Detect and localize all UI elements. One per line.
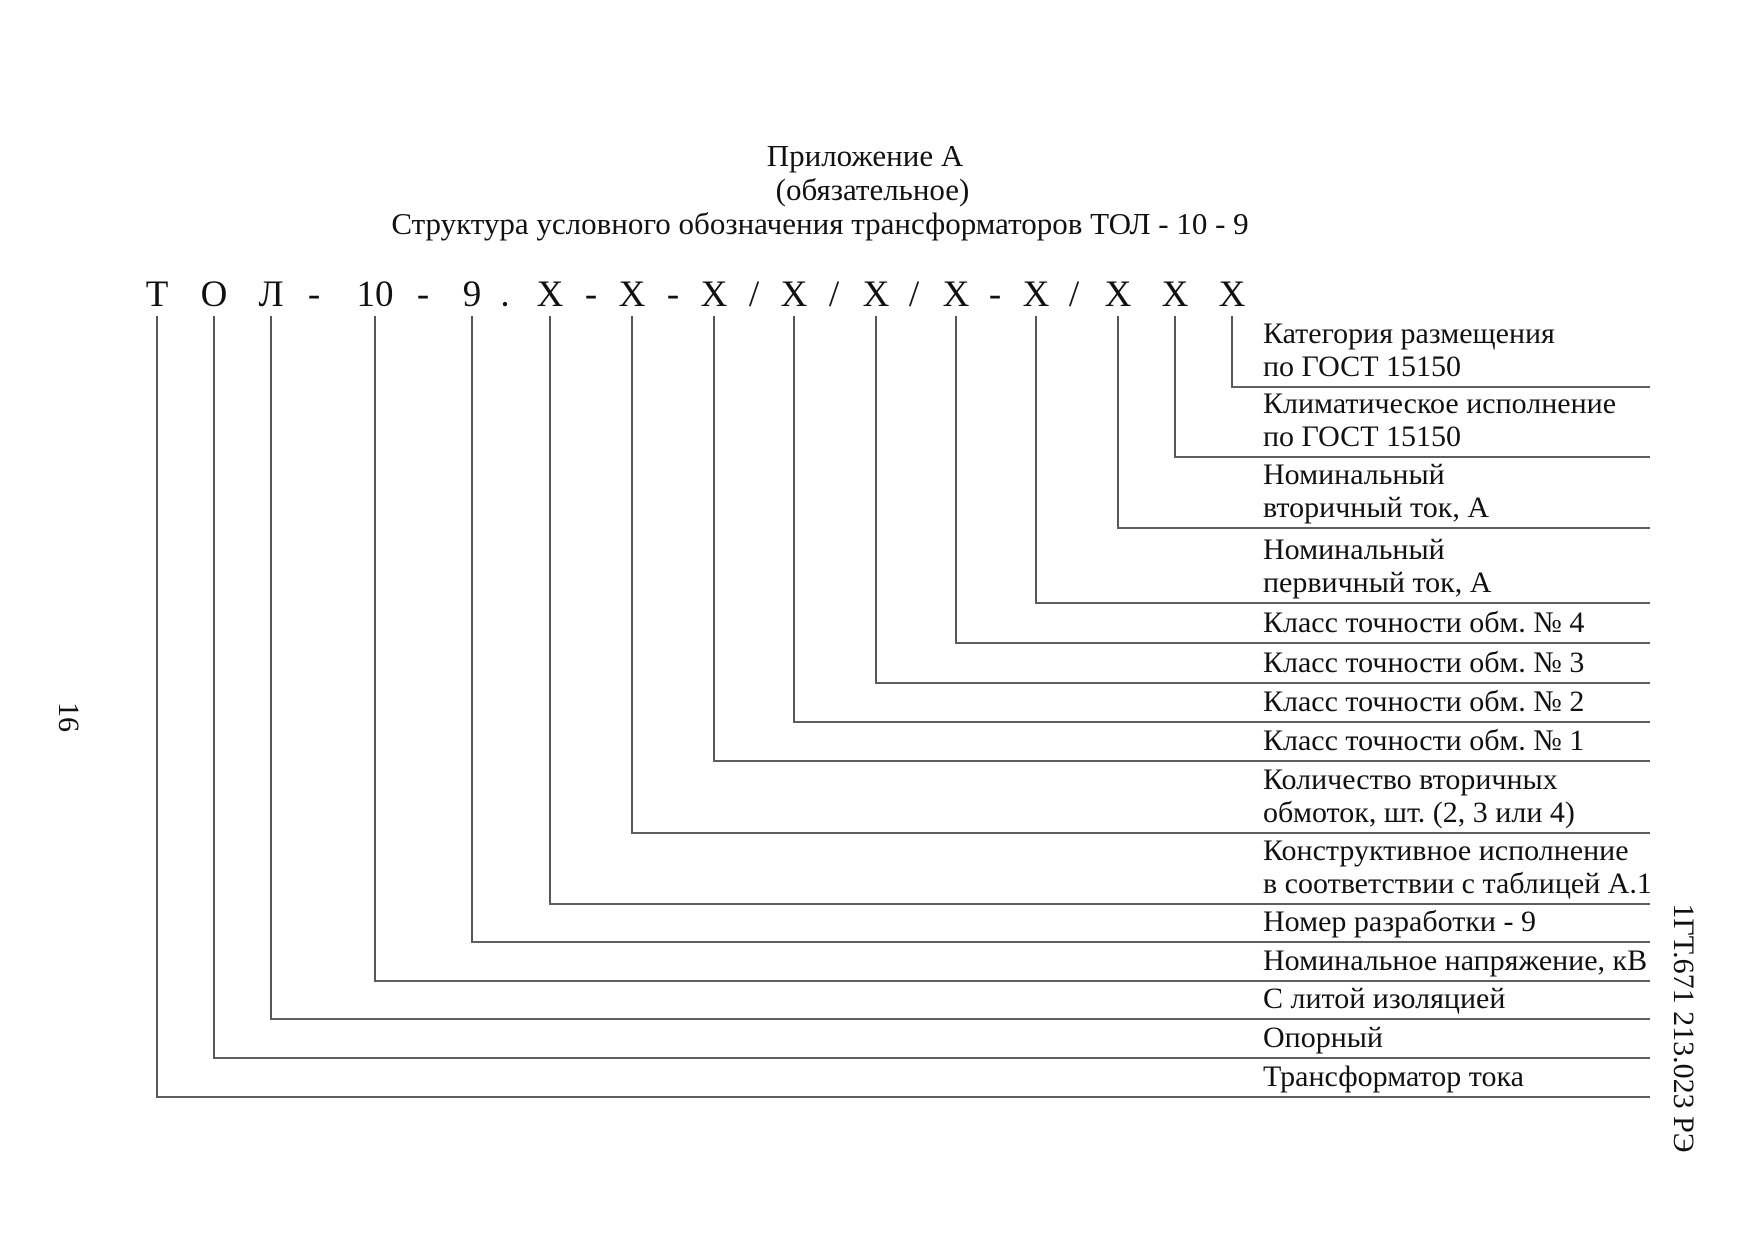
field-label-line: Номер разработки - 9 <box>1263 905 1536 938</box>
code-token: Х <box>618 274 646 315</box>
field-label: Опорный <box>1263 1021 1383 1054</box>
drop-line <box>471 316 473 943</box>
code-token: Т <box>145 274 169 315</box>
code-token: - <box>584 274 598 315</box>
field-underline <box>213 1057 1650 1059</box>
code-token: Х <box>1218 274 1246 315</box>
code-token: - <box>416 274 430 315</box>
code-token: Х <box>700 274 728 315</box>
field-label: Трансформатор тока <box>1263 1060 1524 1093</box>
field-label-line: С литой изоляцией <box>1263 982 1506 1015</box>
code-token: / <box>908 274 920 315</box>
code-token: - <box>307 274 321 315</box>
field-underline <box>1117 527 1650 529</box>
code-token: О <box>200 274 228 315</box>
drop-line <box>156 316 158 1098</box>
drop-line <box>213 316 215 1059</box>
field-underline <box>1174 456 1650 458</box>
field-underline <box>1231 386 1650 388</box>
diagram-caption: Структура условного обозначения трансфор… <box>391 206 1249 241</box>
code-token: . <box>500 274 510 315</box>
drop-line <box>549 316 551 905</box>
field-label-line: Класс точности обм. № 1 <box>1263 724 1585 757</box>
field-underline <box>471 941 1650 943</box>
code-token: Х <box>780 274 808 315</box>
field-label-line: Класс точности обм. № 4 <box>1263 606 1585 639</box>
code-token: / <box>828 274 840 315</box>
field-underline <box>713 760 1650 762</box>
code-token: Х <box>862 274 890 315</box>
field-label-line: Номинальный <box>1263 533 1445 566</box>
code-token: - <box>988 274 1002 315</box>
field-label: Класс точности обм. № 2 <box>1263 685 1584 718</box>
field-label: Класс точности обм. № 3 <box>1263 646 1584 679</box>
field-label-line: Трансформатор тока <box>1263 1060 1524 1093</box>
code-token: 9 <box>462 274 482 315</box>
code-token: - <box>666 274 680 315</box>
field-label-line: Класс точности обм. № 2 <box>1263 685 1585 718</box>
code-token: Х <box>1022 274 1050 315</box>
field-label-line: обмоток, шт. (2, 3 или 4) <box>1263 796 1575 829</box>
drop-line <box>1231 316 1233 388</box>
drop-line <box>1117 316 1119 529</box>
code-token: / <box>748 274 760 315</box>
field-underline <box>793 721 1650 723</box>
field-label-line: Класс точности обм. № 3 <box>1263 646 1585 679</box>
drop-line <box>875 316 877 684</box>
field-label-line: Конструктивное исполнение <box>1263 834 1629 867</box>
drop-line <box>713 316 715 762</box>
code-token: 10 <box>356 274 394 315</box>
field-label-line: Категория размещения <box>1263 317 1555 350</box>
appendix-title: Приложение А <box>766 138 964 173</box>
field-label-line: Количество вторичных <box>1263 763 1558 796</box>
drop-line <box>1174 316 1176 458</box>
field-label-line: в соответствии с таблицей А.1 <box>1263 867 1652 900</box>
code-token: Х <box>536 274 564 315</box>
field-label-line: Номинальное напряжение, кВ <box>1263 944 1648 977</box>
document-code: 1ГТ.671 213.023 РЭ <box>1667 903 1700 1153</box>
field-label: Номинальное напряжение, кВ <box>1263 944 1647 977</box>
field-underline <box>955 642 1650 644</box>
drop-line <box>955 316 957 644</box>
field-label-line: по ГОСТ 15150 <box>1263 420 1462 453</box>
field-label-line: первичный ток, А <box>1263 566 1492 599</box>
drop-line <box>270 316 272 1020</box>
field-underline <box>875 682 1650 684</box>
page-number: 16 <box>52 702 85 732</box>
field-underline <box>156 1096 1650 1098</box>
field-label: Класс точности обм. № 4 <box>1263 606 1584 639</box>
code-token: Х <box>1161 274 1189 315</box>
field-underline <box>1035 602 1650 604</box>
code-token: Х <box>942 274 970 315</box>
field-label-line: Номинальный <box>1263 458 1445 491</box>
field-underline <box>631 832 1650 834</box>
field-label-line: вторичный ток, А <box>1263 491 1489 524</box>
field-underline <box>374 980 1650 982</box>
drop-line <box>631 316 633 834</box>
field-label: С литой изоляцией <box>1263 982 1505 1015</box>
drop-line <box>1035 316 1037 604</box>
field-label: Номер разработки - 9 <box>1263 905 1536 938</box>
field-label: Класс точности обм. № 1 <box>1263 724 1584 757</box>
code-token: / <box>1068 274 1080 315</box>
appendix-type: (обязательное) <box>775 172 970 207</box>
field-underline <box>549 903 1650 905</box>
field-underline <box>270 1018 1650 1020</box>
drop-line <box>793 316 795 723</box>
field-label-line: Климатическое исполнение <box>1263 387 1617 420</box>
field-label-line: Опорный <box>1263 1021 1383 1054</box>
code-token: Л <box>258 274 284 315</box>
drop-line <box>374 316 376 982</box>
field-label-line: по ГОСТ 15150 <box>1263 350 1462 383</box>
code-token: Х <box>1104 274 1132 315</box>
